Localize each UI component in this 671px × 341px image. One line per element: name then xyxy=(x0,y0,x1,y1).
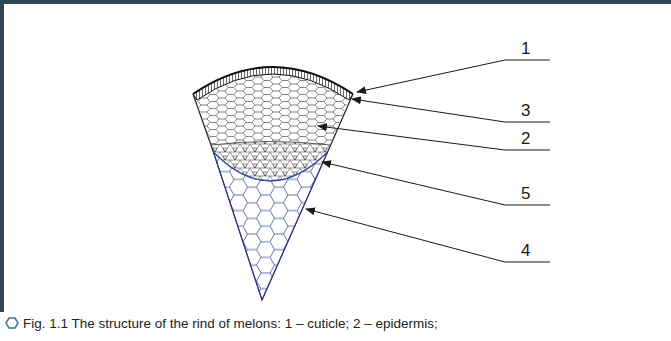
label-underline xyxy=(505,205,550,206)
figure-caption: Fig. 1.1 The structure of the rind of me… xyxy=(23,315,663,332)
leader-line xyxy=(322,162,505,205)
caption-icon xyxy=(6,318,18,328)
callout-number: 4 xyxy=(521,241,530,261)
leader-line xyxy=(318,126,505,150)
label-underline xyxy=(505,262,550,263)
sector-side xyxy=(213,152,327,300)
frame-left xyxy=(0,0,4,312)
outer-arc xyxy=(193,67,353,94)
label-underline xyxy=(505,150,550,151)
leader-line xyxy=(306,209,505,262)
label-underline xyxy=(505,122,550,123)
callout-number: 3 xyxy=(521,101,530,121)
frame-top xyxy=(0,0,671,4)
layer-boundary xyxy=(213,152,327,181)
callout-number: 5 xyxy=(521,184,530,204)
cuticle-layer xyxy=(193,67,353,100)
callout-number: 1 xyxy=(521,39,530,59)
sector-side xyxy=(193,94,213,152)
layer-boundary xyxy=(211,142,330,146)
subepidermal-layer xyxy=(211,142,330,182)
leader-line xyxy=(357,60,505,92)
leader-line xyxy=(352,99,505,122)
sector-side xyxy=(328,94,353,152)
label-underline xyxy=(505,60,550,61)
callout-number: 2 xyxy=(521,129,530,149)
